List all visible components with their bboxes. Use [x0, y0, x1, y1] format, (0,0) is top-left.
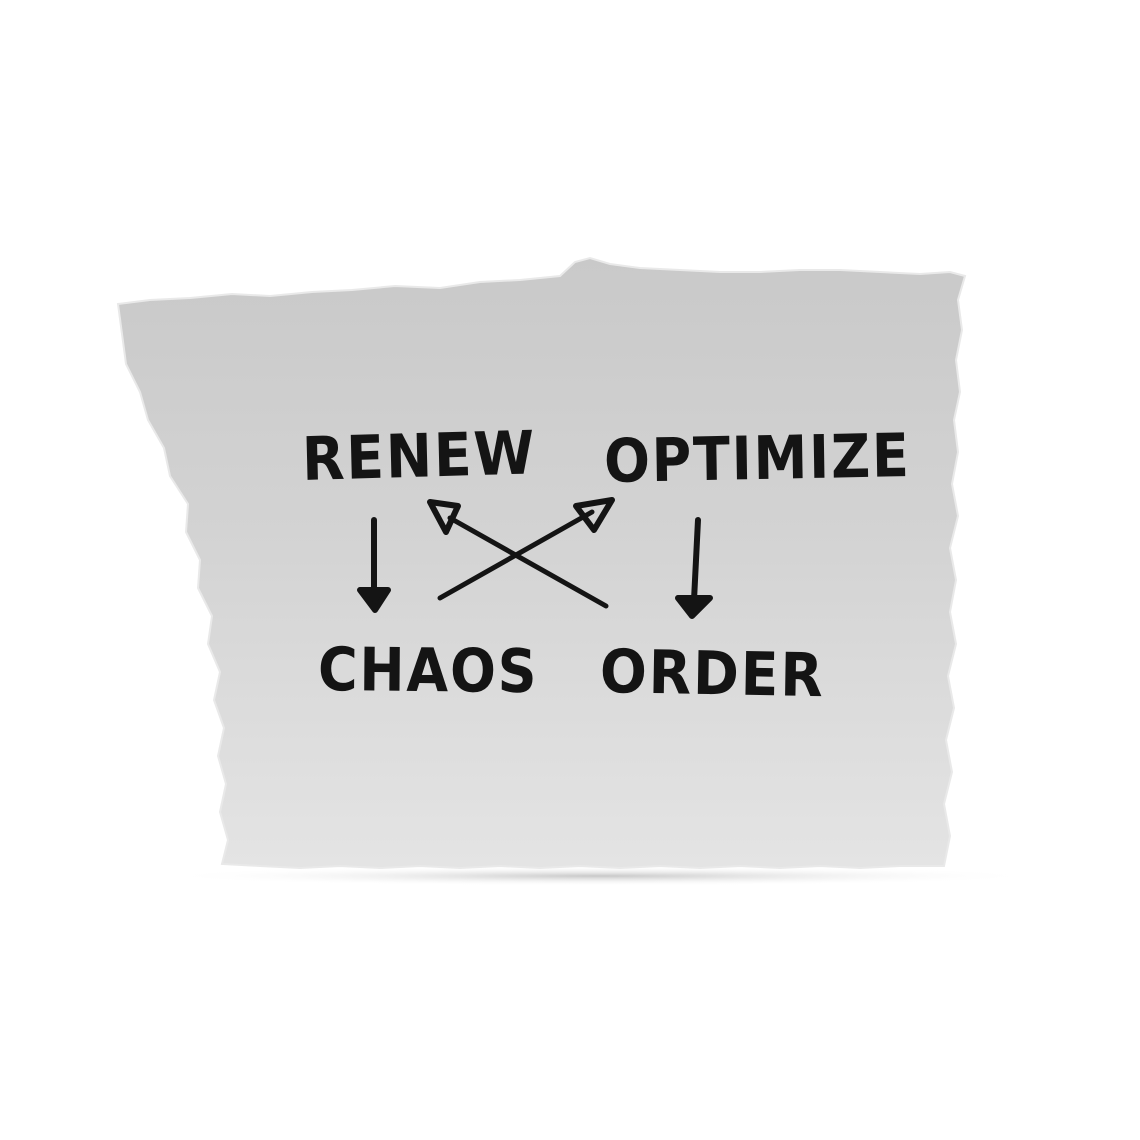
label-renew: RENEW	[301, 418, 537, 495]
label-order: ORDER	[599, 637, 826, 712]
paper-shadow	[160, 866, 1040, 886]
torn-paper	[116, 256, 967, 870]
arrow-order-to-renew	[427, 499, 609, 609]
arrow-renew-to-chaos	[357, 517, 391, 613]
label-optimize: OPTIMIZE	[603, 421, 912, 497]
arrow-optimize-to-order	[675, 517, 713, 619]
label-chaos: CHAOS	[317, 635, 539, 708]
